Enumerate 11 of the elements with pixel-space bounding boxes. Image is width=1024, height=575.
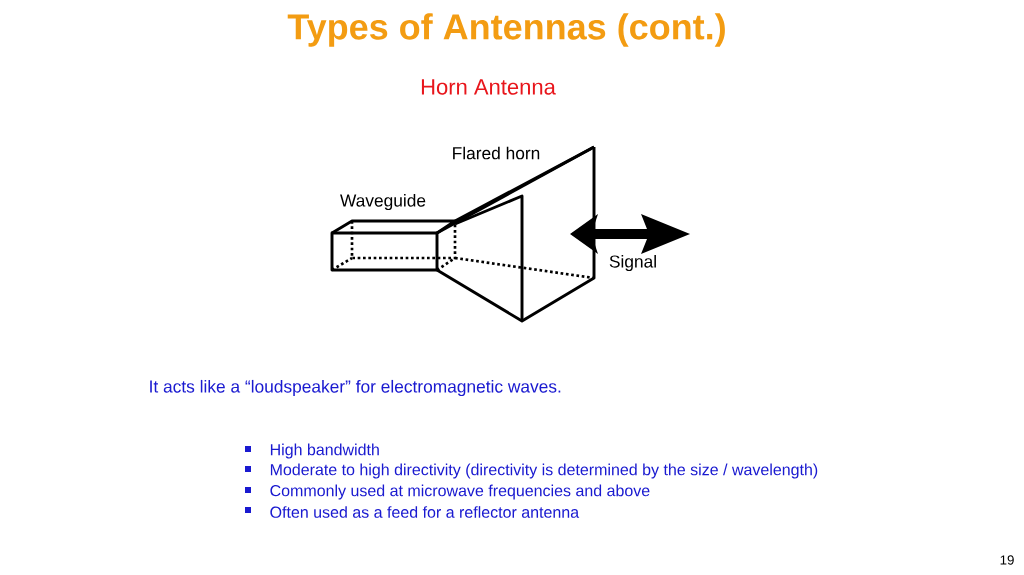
part-label: Signal xyxy=(609,254,656,272)
part-label: Waveguide xyxy=(340,193,426,211)
page-number: 19 xyxy=(1000,555,1014,565)
slide-title: Types of Antennas (cont.) xyxy=(287,13,725,47)
bullet-text: Moderate to high directivity (directivity is determined by the size / wavelength) xyxy=(270,463,818,479)
bullet-text: Commonly used at microwave frequencies and above xyxy=(270,484,650,500)
body-text: It acts like a “loudspeaker” for electromagnetic waves. xyxy=(150,379,561,397)
bullet-text: High bandwidth xyxy=(270,443,379,459)
part-label: Flared horn xyxy=(453,146,540,160)
bullet-text: Often used as a feed for a reflector antenna xyxy=(270,506,580,518)
subtitle: Horn Antenna xyxy=(421,79,556,95)
